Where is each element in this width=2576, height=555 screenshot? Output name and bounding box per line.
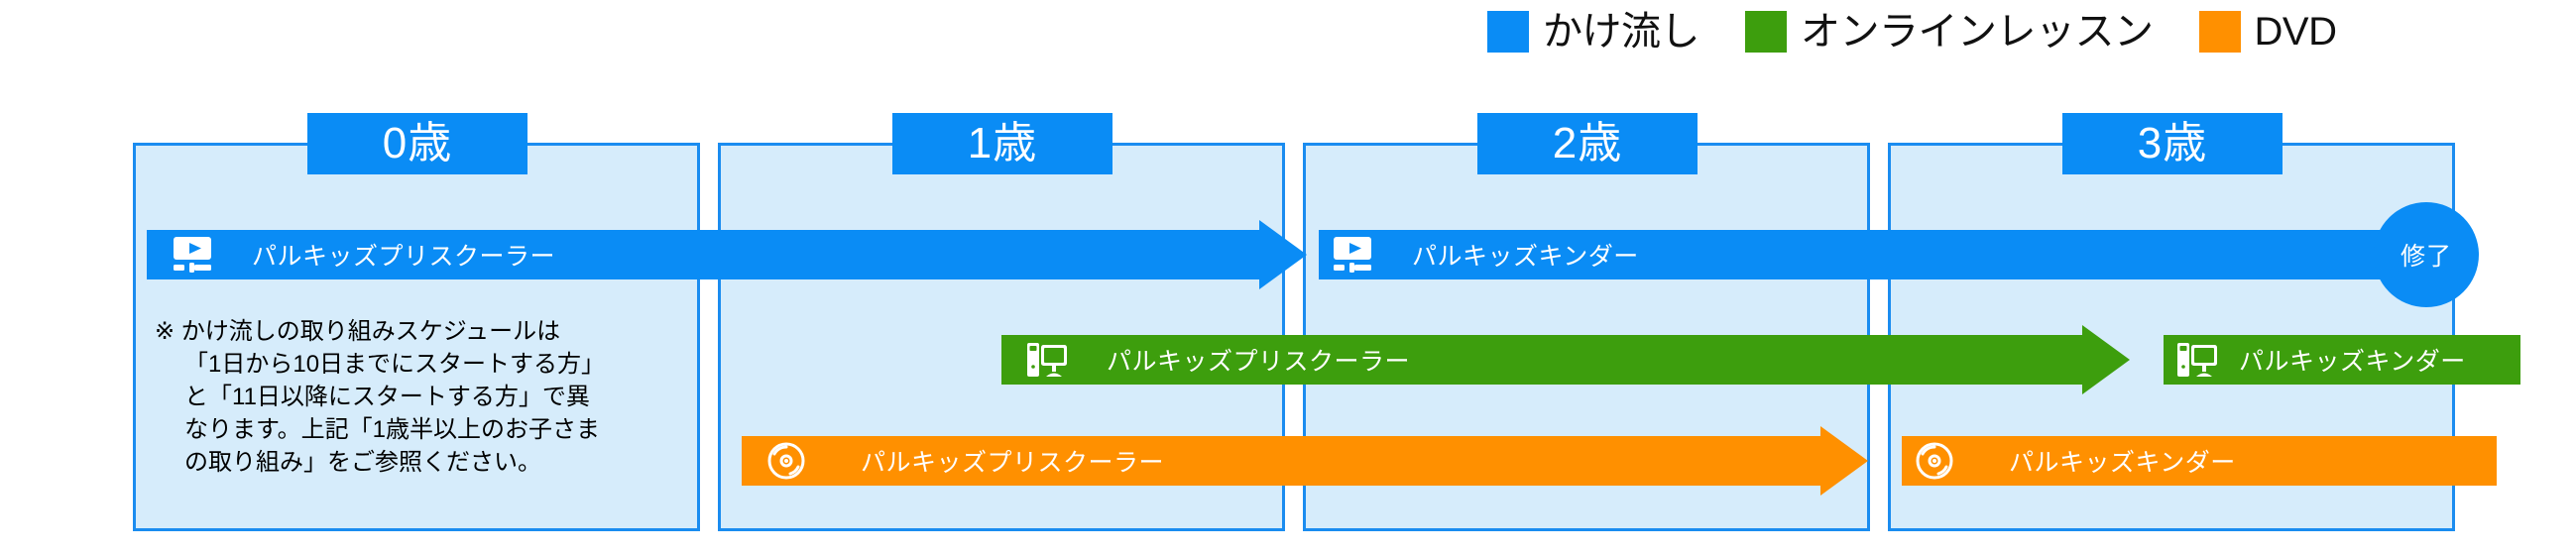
blue-square-swatch-icon [1487, 11, 1529, 53]
age-badge-3: 3歳 [2062, 113, 2283, 174]
disc-icon [1914, 442, 1957, 480]
note-line: なります。上記「1歳半以上のお子さま [184, 416, 600, 443]
legend: かけ流し オンラインレッスン DVD [1487, 6, 2337, 57]
track-row-dvd: パルキッズプリスクーラー パルキッズキンダー [0, 426, 2576, 496]
note-line: の取り組み」をご参照ください。 [184, 449, 541, 476]
note-line: ※ かけ流しの取り組みスケジュールは [155, 318, 561, 345]
track-row-streaming: パルキッズプリスクーラー パルキッズキンダー 修了 [0, 202, 2576, 307]
track-segment-label: パルキッズプリスクーラー [861, 449, 1165, 477]
track-segment-label: パルキッズプリスクーラー [252, 243, 556, 271]
note-line: と「11日以降にスタートする方」で異 [184, 384, 590, 410]
track-segment-label: パルキッズキンダー [2239, 348, 2466, 376]
completion-badge: 修了 [2374, 202, 2479, 307]
age-badge-0: 0歳 [307, 113, 527, 174]
desktop-computer-icon [2175, 341, 2219, 379]
orange-square-swatch-icon [2198, 11, 2241, 53]
note-line: 「1日から10日までにスタートする方」 [184, 351, 606, 378]
age-badge-1: 1歳 [892, 113, 1112, 174]
track-segment-label: パルキッズキンダー [1412, 243, 1639, 271]
track-row-online: パルキッズプリスクーラー パルキッズキンダー [0, 325, 2576, 394]
legend-label: DVD [2254, 10, 2337, 54]
video-stream-icon [1331, 236, 1374, 274]
track-segment-label: パルキッズキンダー [2009, 449, 2236, 477]
schedule-note: ※ かけ流しの取り組みスケジュールは 「1日から10日までにスタートする方」 と… [155, 315, 690, 479]
age-badge-2: 2歳 [1477, 113, 1698, 174]
legend-label: かけ流し [1543, 10, 1700, 54]
track-segment-label: パルキッズプリスクーラー [1107, 348, 1411, 376]
legend-item-online-lesson: オンラインレッスン [1745, 11, 2154, 53]
disc-icon [765, 442, 809, 480]
legend-item-dvd: DVD [2198, 10, 2337, 54]
legend-label: オンラインレッスン [1801, 10, 2154, 54]
video-stream-icon [171, 236, 214, 274]
legend-item-kakenagashi: かけ流し [1487, 10, 1700, 54]
green-square-swatch-icon [1745, 11, 1787, 53]
age-column-0 [133, 143, 700, 531]
desktop-computer-icon [1025, 341, 1069, 379]
